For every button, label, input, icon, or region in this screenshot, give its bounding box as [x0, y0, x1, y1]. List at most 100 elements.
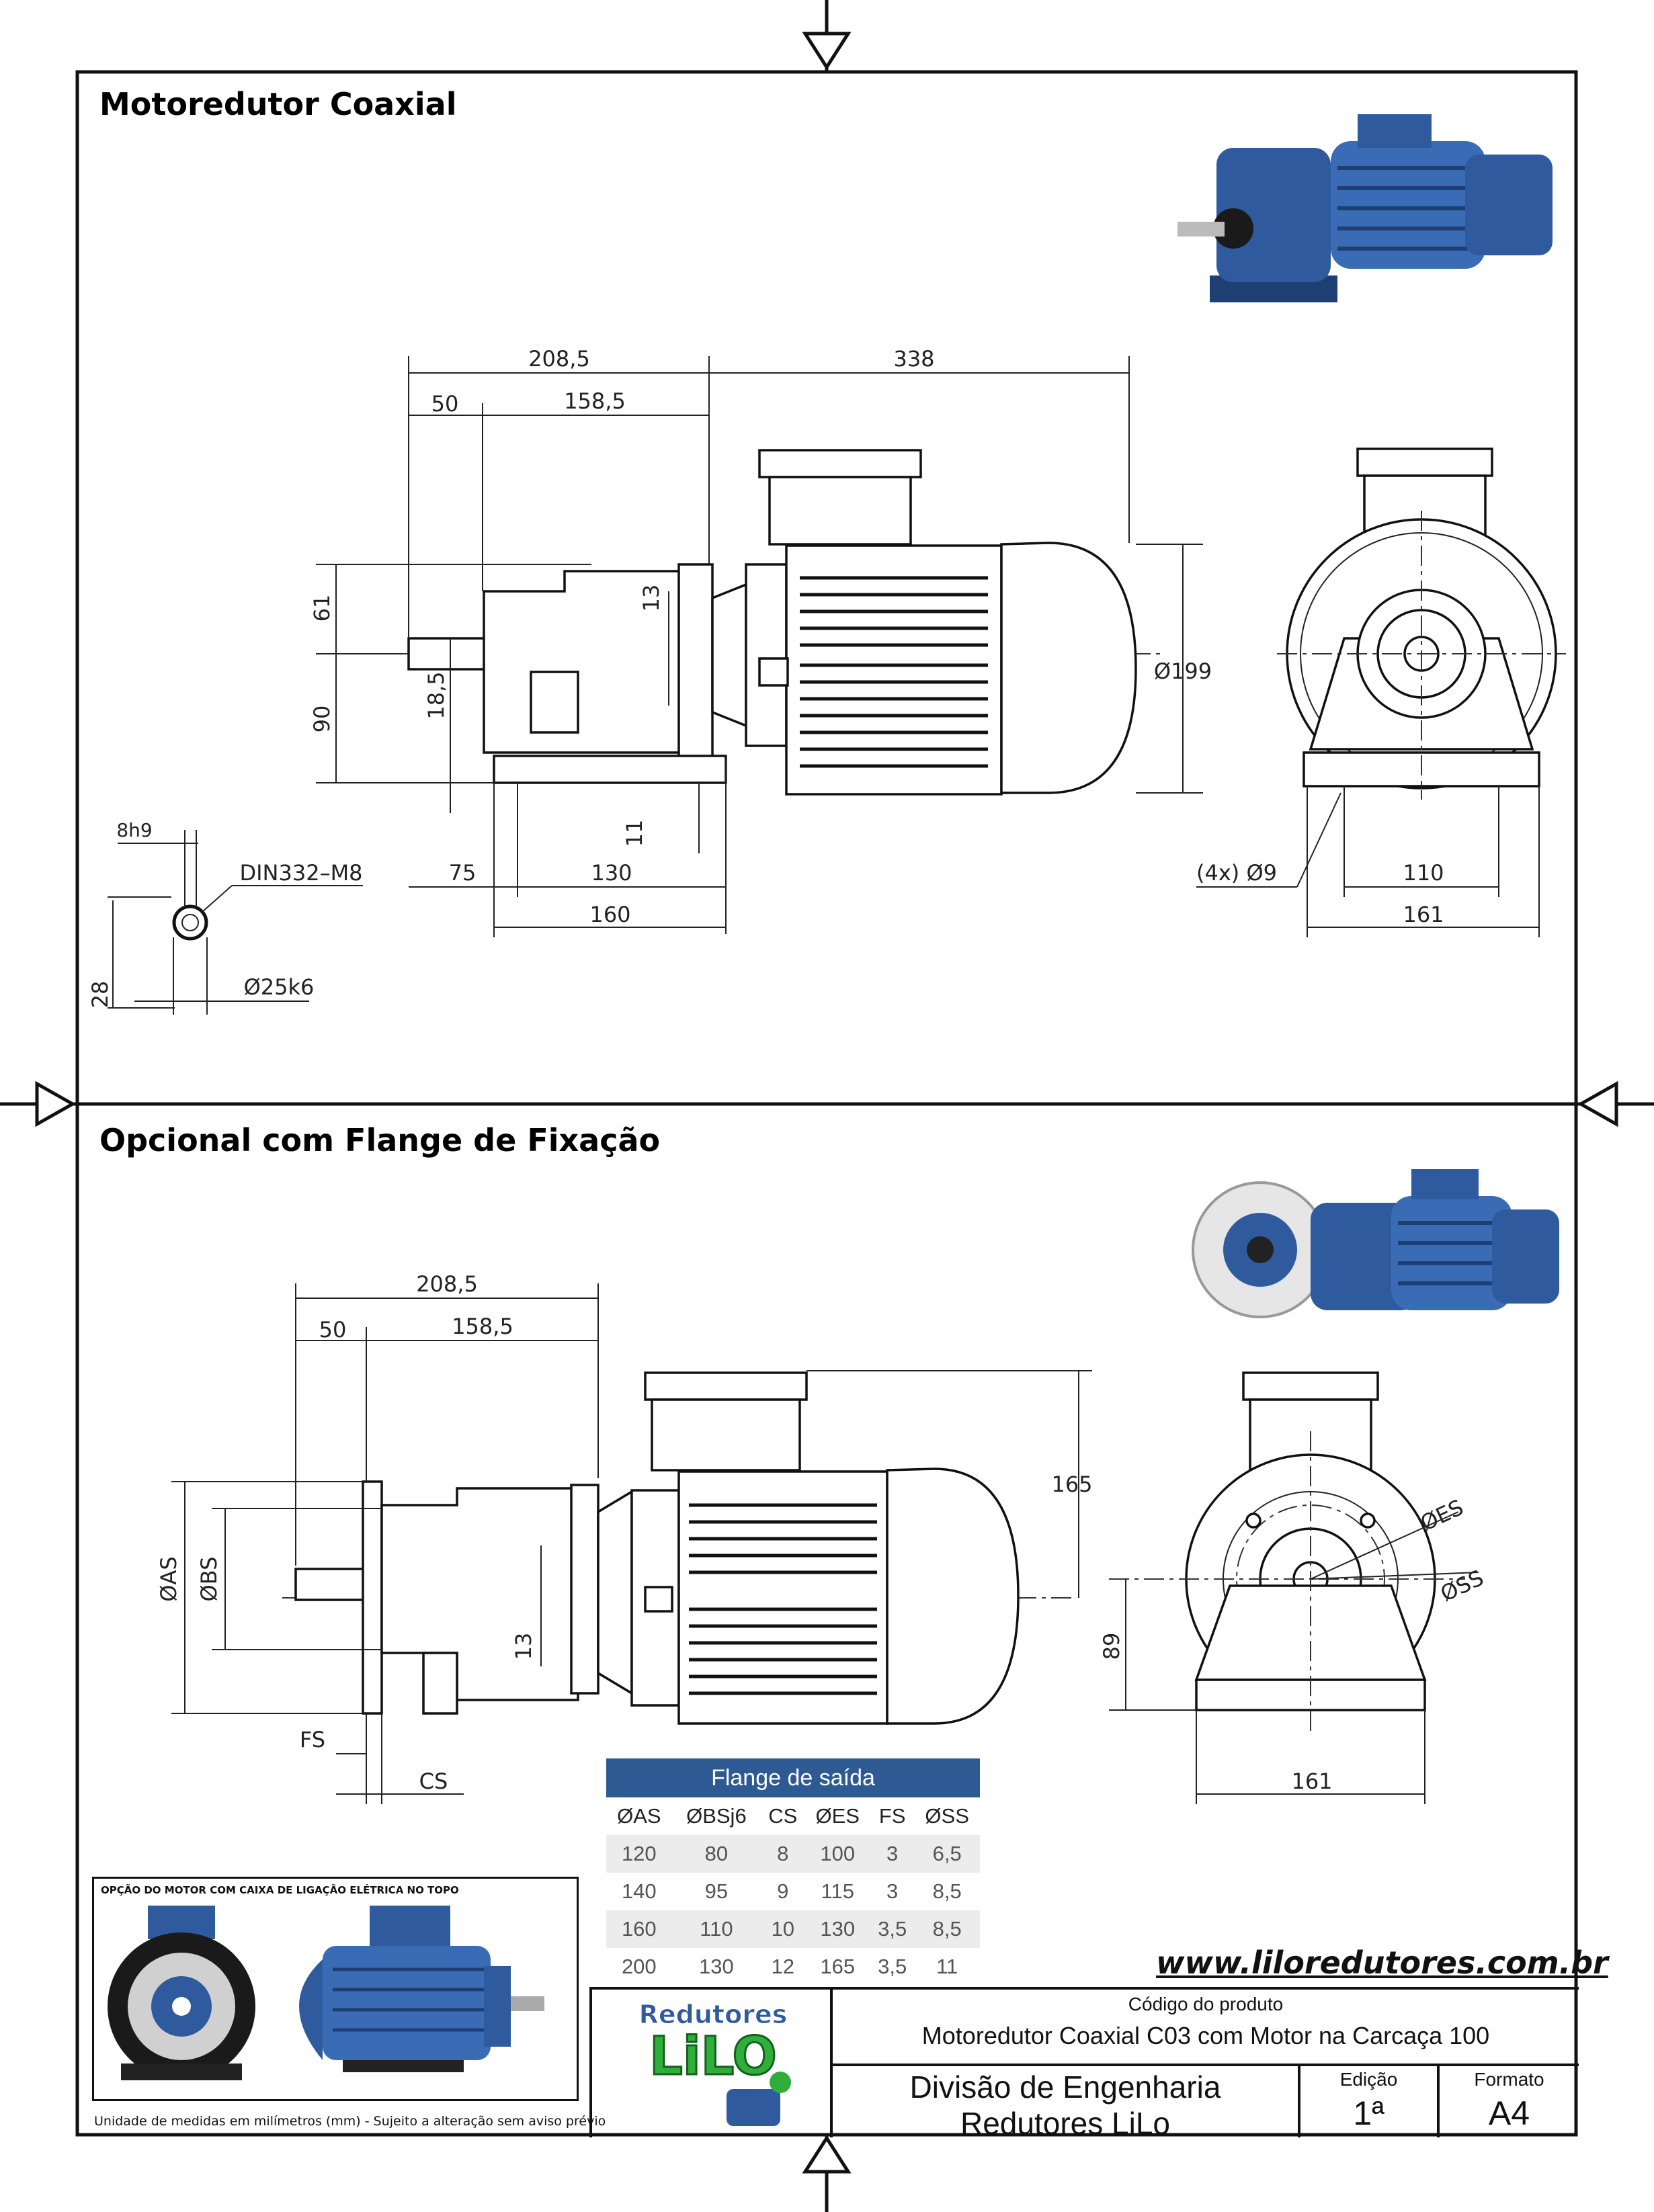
table-cell: 3,5	[878, 1955, 907, 1978]
dim-158-top: 158,5	[564, 388, 626, 414]
gearbox-foot	[493, 755, 727, 784]
table-cell: 200	[621, 1955, 657, 1978]
motor-frame-flange	[677, 1470, 888, 1725]
dim-161-top: 161	[1403, 902, 1444, 927]
output-flange	[362, 1480, 383, 1715]
division-line1: Divisão de Engenharia	[909, 2070, 1221, 2104]
output-shaft-flange	[294, 1568, 374, 1601]
table-cell: 110	[671, 1910, 761, 1948]
table-cell: 9	[777, 1879, 789, 1903]
bottom-side-view: 208,5 50 158,5 165 ØAS ØBS 13 FS CS	[156, 1271, 1093, 1804]
table-cell: 3	[870, 1835, 915, 1873]
dim-208-bottom: 208,5	[416, 1271, 478, 1297]
motor-option-caption: OPÇÃO DO MOTOR COM CAIXA DE LIGAÇÃO ELÉT…	[101, 1884, 459, 1896]
col-header: ØBSj6	[686, 1804, 747, 1828]
dim-11: 11	[622, 820, 647, 847]
dim-130: 130	[591, 860, 632, 886]
dim-key: 8h9	[116, 819, 152, 841]
bottom-front-view: ØES ØSS 89 161	[1099, 1371, 1487, 1804]
motor-option-box: OPÇÃO DO MOTOR COM CAIXA DE LIGAÇÃO ELÉT…	[92, 1877, 579, 2101]
table-cell: 8,5	[932, 1879, 962, 1903]
dim-50-top: 50	[431, 391, 459, 417]
dim-holes: (4x) Ø9	[1196, 860, 1277, 886]
dim-fs: FS	[300, 1727, 325, 1752]
dim-208-top: 208,5	[528, 346, 590, 372]
table-cell: 100	[804, 1835, 871, 1873]
product-name: Motoredutor Coaxial C03 com Motor na Car…	[921, 2022, 1490, 2049]
division-line2: Redutores LiLo	[960, 2106, 1170, 2141]
table-cell: 160	[606, 1910, 672, 1948]
table-cell: 95	[704, 1879, 729, 1903]
dim-75: 75	[449, 860, 477, 886]
shaft-detail: 8h9 DIN332–M8 28 Ø25k6	[87, 819, 363, 1015]
table-cell: 8	[761, 1835, 805, 1873]
dim-bs: ØBS	[196, 1557, 222, 1602]
format-label: Formato	[1474, 2069, 1544, 2090]
dim-cs: CS	[419, 1769, 448, 1794]
top-side-view: 208,5 338 50 158,5 61 13 90 18,5 11 75 1…	[309, 346, 1212, 937]
product-code-label: Código do produto	[1128, 1994, 1284, 2014]
table-cell: 6,5	[914, 1835, 980, 1873]
flange-table: Flange de saída ØAS ØBSj6 CS ØES FS ØSS …	[606, 1758, 980, 1986]
lilo-logo: Redutores LiLO	[638, 2000, 791, 2126]
dim-61: 61	[309, 595, 335, 622]
product-photo-top	[1177, 114, 1553, 302]
dim-165: 165	[1051, 1472, 1092, 1497]
table-cell: 12	[771, 1955, 795, 1978]
table-row: 120 80 8 100 3 6,5	[606, 1835, 980, 1873]
fan-cover	[1000, 542, 1137, 794]
format-value: A4	[1488, 2094, 1530, 2132]
table-cell: 130	[699, 1955, 734, 1978]
table-cell: 10	[761, 1910, 805, 1948]
dim-160: 160	[589, 902, 630, 927]
table-cell: 80	[671, 1835, 761, 1873]
dim-18: 18,5	[423, 671, 449, 719]
dim-158-bottom: 158,5	[452, 1314, 513, 1339]
top-section-title: Motoredutor Coaxial	[99, 86, 457, 122]
col-header: ØAS	[617, 1804, 661, 1828]
dim-161-bottom: 161	[1291, 1769, 1332, 1794]
table-cell: 140	[621, 1879, 657, 1903]
dim-as: ØAS	[156, 1556, 181, 1601]
table-cell: 115	[821, 1879, 854, 1903]
logo-top-text: Redutores	[639, 2000, 788, 2029]
flange-table-header-row: ØAS ØBSj6 CS ØES FS ØSS	[606, 1797, 980, 1835]
col-header: CS	[768, 1804, 798, 1828]
table-cell: 120	[606, 1835, 672, 1873]
edition-value: 1ª	[1353, 2094, 1384, 2132]
table-cell: 3,5	[870, 1910, 915, 1948]
logo-main-text: LiLO	[649, 2027, 777, 2087]
dim-13-bottom: 13	[511, 1633, 536, 1660]
top-front-view: (4x) Ø9 110 161	[1196, 448, 1566, 937]
table-cell: 3	[886, 1879, 899, 1903]
dim-110: 110	[1403, 860, 1444, 886]
title-block: Redutores LiLO Código do produto Motored…	[589, 1987, 1579, 2141]
gearbox-housing-flange	[380, 1487, 579, 1701]
dim-199: Ø199	[1154, 658, 1212, 684]
dim-338: 338	[893, 346, 934, 372]
table-row: 160 110 10 130 3,5 8,5	[606, 1910, 980, 1948]
table-cell: 165	[820, 1955, 856, 1978]
col-header: ØES	[815, 1804, 860, 1828]
terminal-box-lid	[758, 449, 922, 478]
table-cell: 130	[804, 1910, 871, 1948]
col-header: ØSS	[925, 1804, 969, 1828]
website-link[interactable]: www.liloredutores.com.br	[1156, 1945, 1608, 1981]
footnote: Unidade de medidas em milímetros (mm) - …	[94, 2114, 606, 2129]
table-cell: 11	[936, 1955, 958, 1978]
table-row: 200 130 12 165 3,5 11	[606, 1948, 980, 1986]
edition-label: Edição	[1339, 2069, 1398, 2090]
dim-90: 90	[309, 706, 335, 733]
table-cell: 8,5	[914, 1910, 980, 1948]
flange-table-title: Flange de saída	[606, 1758, 980, 1797]
table-row: 140 95 9 115 3 8,5	[606, 1873, 980, 1910]
dim-50-bottom: 50	[319, 1317, 347, 1343]
product-photo-bottom	[1192, 1169, 1559, 1318]
dim-es: ØES	[1417, 1494, 1468, 1536]
bottom-section-title: Opcional com Flange de Fixação	[99, 1122, 661, 1158]
motor-frame	[785, 544, 1003, 796]
dim-13-top: 13	[638, 585, 664, 612]
dim-din: DIN332–M8	[239, 860, 362, 886]
